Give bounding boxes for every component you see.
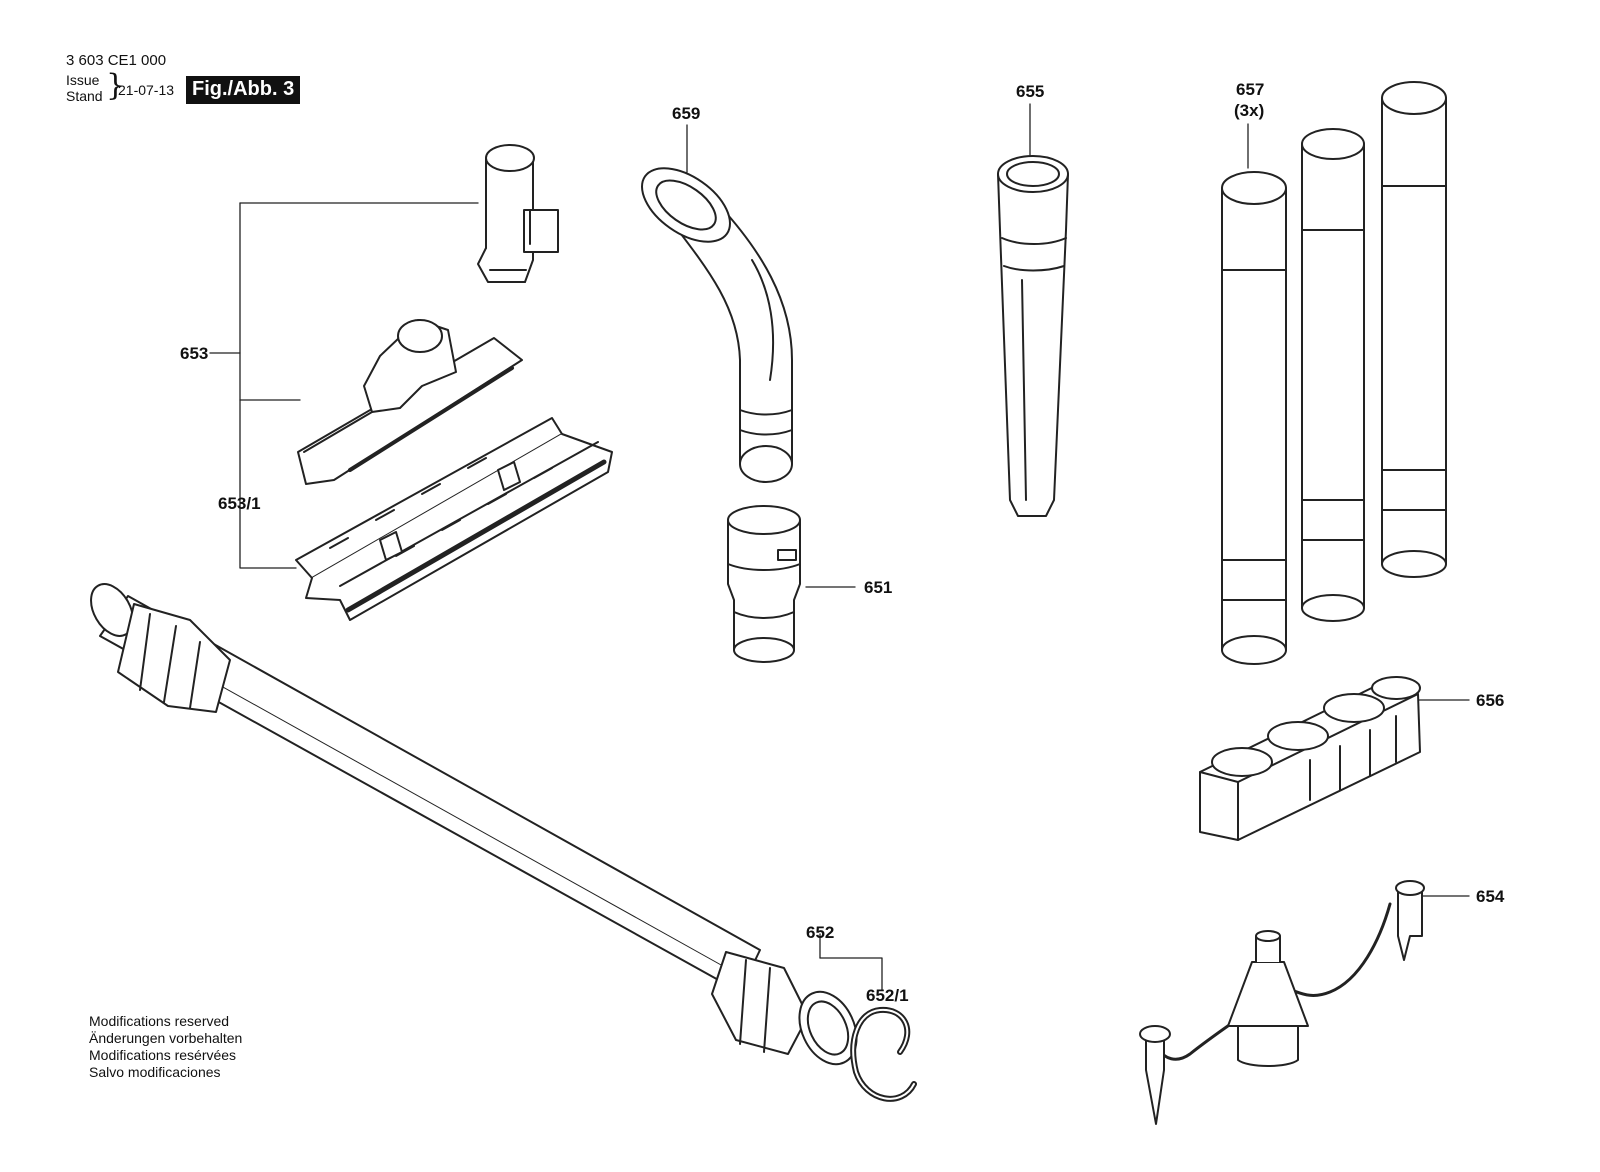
- modifications-notice: Modifications reserved Änderungen vorbeh…: [89, 1013, 242, 1081]
- notice-en: Modifications reserved: [89, 1013, 230, 1029]
- leader-lines: [209, 103, 1470, 991]
- part-label-652: 652: [806, 923, 835, 942]
- part-651-adapter-sleeve: [727, 505, 801, 663]
- part-label-654: 654: [1476, 887, 1505, 906]
- part-654-inflation-adapters: [1139, 880, 1425, 1125]
- part-label-655: 655: [1016, 82, 1045, 101]
- part-656-tube-holder: [1199, 676, 1421, 841]
- part-657-extension-tubes: [1221, 81, 1447, 665]
- part-label-659: 659: [672, 104, 701, 123]
- figure-label: Fig./Abb. 3: [186, 76, 301, 104]
- part-652-1-clamp-ring: [850, 1006, 917, 1102]
- part-653-floor-nozzle: [297, 319, 523, 485]
- part-label-651: 651: [864, 578, 893, 597]
- part-label-657-quantity: (3x): [1234, 101, 1265, 120]
- issue-stand-block: Issue Stand }: [66, 71, 125, 105]
- notice-de: Änderungen vorbehalten: [89, 1030, 243, 1046]
- brace-glyph: }: [106, 68, 126, 103]
- part-label-652-1: 652/1: [866, 986, 909, 1005]
- part-653-adapter: [477, 144, 559, 283]
- part-659-curved-handle: [641, 167, 793, 483]
- part-655-crevice-nozzle: [997, 155, 1069, 517]
- part-label-653: 653: [180, 344, 209, 363]
- issue-date: 21-07-13: [118, 82, 175, 98]
- part-653-1-brush-insert: [295, 417, 613, 621]
- part-652-hose: [90, 583, 858, 1066]
- issue-label: Issue: [66, 72, 100, 88]
- document-number: 3 603 CE1 000: [66, 52, 167, 69]
- stand-label: Stand: [66, 88, 103, 104]
- notice-fr: Modifications resérvées: [89, 1047, 237, 1063]
- part-label-653-1: 653/1: [218, 494, 261, 513]
- part-label-657: 657: [1236, 80, 1265, 99]
- part-label-656: 656: [1476, 691, 1505, 710]
- notice-es: Salvo modificaciones: [89, 1064, 221, 1080]
